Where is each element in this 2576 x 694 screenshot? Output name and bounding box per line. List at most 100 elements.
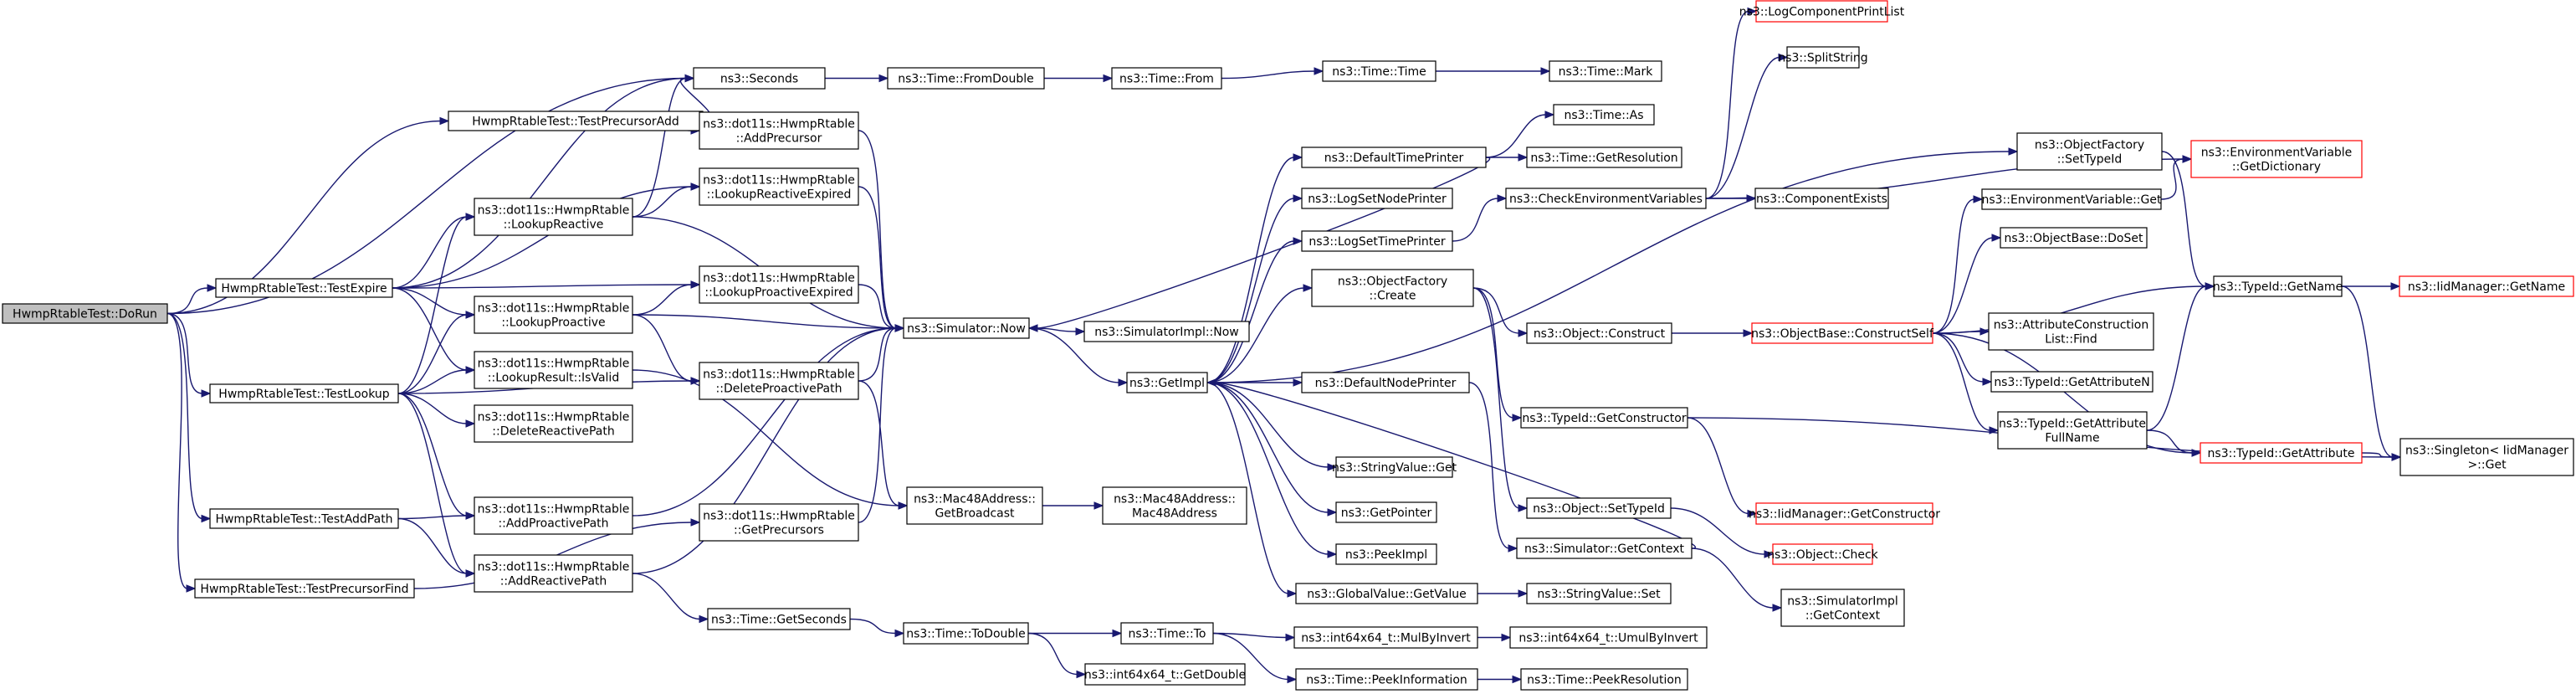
graph-node-string-value-set[interactable]: ns3::StringValue::Set (1526, 583, 1672, 604)
graph-node-peek-impl[interactable]: ns3::PeekImpl (1335, 543, 1437, 565)
graph-node-get-precursors[interactable]: ns3::dot11s::HwmpRtable::GetPrecursors (699, 503, 859, 542)
call-edge (632, 369, 900, 506)
graph-node-log-set-time-printer[interactable]: ns3::LogSetTimePrinter (1301, 230, 1453, 252)
graph-node-sim-now[interactable]: ns3::Simulator::Now (903, 317, 1030, 339)
graph-node-add-reactive[interactable]: ns3::dot11s::HwmpRtable::AddReactivePath (474, 554, 633, 593)
call-edge (858, 327, 897, 523)
graph-node-type-id-get-constructor[interactable]: ns3::TypeId::GetConstructor (1520, 407, 1688, 429)
call-edge-arrowhead (1518, 329, 1529, 337)
graph-node-test-prec-add[interactable]: HwmpRtableTest::TestPrecursorAdd (448, 111, 704, 131)
call-edge-arrowhead (1314, 67, 1324, 75)
graph-node-sim-get-context[interactable]: ns3::Simulator::GetContext (1516, 537, 1693, 559)
node-box (209, 508, 399, 529)
graph-node-get-pointer[interactable]: ns3::GetPointer (1335, 501, 1437, 523)
graph-node-type-id-get-attribute[interactable]: ns3::TypeId::GetAttribute (2200, 442, 2363, 464)
graph-node-time-mark[interactable]: ns3::Time::Mark (1549, 60, 1662, 82)
graph-node-obj-factory-create[interactable]: ns3::ObjectFactory::Create (1311, 269, 1474, 307)
graph-node-time-as[interactable]: ns3::Time::As (1553, 104, 1655, 126)
graph-node-obj-base-do-set[interactable]: ns3::ObjectBase::DoSet (2000, 227, 2148, 249)
graph-node-obj-factory-set-type-id[interactable]: ns3::ObjectFactory::SetTypeId (2016, 132, 2163, 171)
graph-node-iid-get-constructor[interactable]: ns3::IidManager::GetConstructor (1749, 502, 1940, 525)
call-edge (849, 618, 897, 635)
call-edge-arrowhead (2205, 282, 2215, 290)
call-edge-arrowhead (684, 74, 695, 83)
graph-node-mul-by-invert[interactable]: ns3::int64x64_t::MulByInvert (1293, 626, 1478, 649)
graph-node-env-var-get-dictionary[interactable]: ns3::EnvironmentVariable::GetDictionary (2190, 140, 2363, 178)
graph-node-default-time-printer[interactable]: ns3::DefaultTimePrinter (1301, 147, 1487, 168)
graph-node-default-node-printer[interactable]: ns3::DefaultNodePrinter (1301, 372, 1470, 393)
node-box (2016, 132, 2163, 171)
graph-node-component-exists[interactable]: ns3::ComponentExists (1754, 188, 1889, 209)
node-box (1997, 411, 2148, 450)
call-edge-arrowhead (1293, 153, 1303, 162)
graph-node-sim-impl-now[interactable]: ns3::SimulatorImpl::Now (1083, 321, 1250, 342)
graph-node-log-set-node-printer[interactable]: ns3::LogSetNodePrinter (1301, 188, 1453, 209)
graph-node-mac48-ctor[interactable]: ns3::Mac48Address::Mac48Address (1102, 486, 1247, 525)
graph-node-lookup-reactive-expired[interactable]: ns3::dot11s::HwmpRtable::LookupReactiveE… (699, 167, 859, 206)
node-label: ns3::EnvironmentVariable (2201, 147, 2353, 160)
call-edge (858, 130, 897, 329)
graph-node-umul-by-invert[interactable]: ns3::int64x64_t::UmulByInvert (1509, 626, 1708, 649)
graph-node-obj-base-construct-self[interactable]: ns3::ObjectBase::ConstructSelf (1751, 322, 1934, 344)
graph-node-mac48-broadcast[interactable]: ns3::Mac48Address::GetBroadcast (906, 486, 1043, 525)
node-box (1335, 456, 1453, 478)
node-label: ns3::Object::SetTypeId (1533, 502, 1665, 516)
graph-node-is-valid[interactable]: ns3::dot11s::HwmpRtable::LookupResult::I… (474, 351, 633, 389)
graph-node-type-id-get-name[interactable]: ns3::TypeId::GetName (2213, 275, 2343, 297)
graph-node-object-construct[interactable]: ns3::Object::Construct (1526, 322, 1672, 344)
graph-node-peek-resolution[interactable]: ns3::Time::PeekResolution (1520, 668, 1688, 691)
call-edge (166, 312, 203, 394)
graph-node-lookup-reactive[interactable]: ns3::dot11s::HwmpRtable::LookupReactive (474, 198, 633, 236)
graph-node-time-from[interactable]: ns3::Time::From (1111, 67, 1222, 90)
graph-node-test-add-path[interactable]: HwmpRtableTest::TestAddPath (209, 508, 399, 529)
graph-node-time-get-seconds[interactable]: ns3::Time::GetSeconds (707, 608, 851, 630)
graph-node-peek-information[interactable]: ns3::Time::PeekInformation (1295, 668, 1478, 691)
graph-node-object-set-type-id[interactable]: ns3::Object::SetTypeId (1526, 497, 1672, 519)
graph-node-sim-impl-get-context[interactable]: ns3::SimulatorImpl::GetContext (1780, 589, 1905, 627)
graph-node-do-run[interactable]: HwmpRtableTest::DoRun (2, 303, 168, 324)
graph-node-split-string[interactable]: ns3::SplitString (1778, 46, 1868, 69)
call-edge (1206, 157, 1295, 383)
call-edge-arrowhead (1518, 589, 1529, 598)
graph-node-type-id-get-attribute-n[interactable]: ns3::TypeId::GetAttributeN (1990, 371, 2153, 393)
call-edge (1028, 327, 1120, 383)
graph-node-get-impl[interactable]: ns3::GetImpl (1126, 372, 1208, 393)
call-edge (2160, 158, 2184, 200)
graph-node-time-to[interactable]: ns3::Time::To (1120, 622, 1214, 645)
node-label: ns3::ObjectFactory (2035, 139, 2144, 152)
graph-node-check-env-vars[interactable]: ns3::CheckEnvironmentVariables (1505, 188, 1707, 209)
graph-node-test-prec-find[interactable]: HwmpRtableTest::TestPrecursorFind (194, 578, 415, 599)
node-label: ns3::Simulator::Now (907, 322, 1026, 336)
graph-node-time-from-double[interactable]: ns3::Time::FromDouble (887, 67, 1045, 90)
graph-node-add-precursor[interactable]: ns3::dot11s::HwmpRtable::AddPrecursor (699, 111, 859, 150)
graph-node-delete-reactive[interactable]: ns3::dot11s::HwmpRtable::DeleteReactiveP… (474, 404, 633, 443)
node-label: ns3::TypeId::GetName (2213, 280, 2343, 294)
graph-node-test-lookup[interactable]: HwmpRtableTest::TestLookup (209, 383, 399, 404)
graph-node-string-value-get[interactable]: ns3::StringValue::Get (1332, 456, 1457, 478)
graph-node-global-value-get-value[interactable]: ns3::GlobalValue::GetValue (1295, 583, 1478, 604)
node-box (1301, 147, 1487, 168)
graph-node-lookup-proactive-expired[interactable]: ns3::dot11s::HwmpRtable::LookupProactive… (699, 265, 859, 304)
graph-node-lookup-proactive[interactable]: ns3::dot11s::HwmpRtable::LookupProactive (474, 296, 633, 334)
node-box (1526, 322, 1672, 344)
graph-node-iid-get-name[interactable]: ns3::IidManager::GetName (2399, 275, 2574, 297)
graph-node-singleton-get[interactable]: ns3::Singleton< IidManager >::Get (2399, 438, 2574, 476)
node-label: ns3::TypeId::GetConstructor (1522, 412, 1686, 425)
graph-node-time-time[interactable]: ns3::Time::Time (1322, 60, 1437, 82)
graph-node-add-proactive[interactable]: ns3::dot11s::HwmpRtable::AddProactivePat… (474, 496, 633, 535)
graph-node-object-check[interactable]: ns3::Object::Check (1767, 543, 1879, 565)
node-box (474, 554, 633, 593)
graph-node-time-get-resolution[interactable]: ns3::Time::GetResolution (1526, 147, 1682, 168)
graph-node-int64-get-double[interactable]: ns3::int64x64_t::GetDouble (1084, 663, 1246, 686)
graph-node-log-component-print-list[interactable]: ns3::LogComponentPrintList (1739, 0, 1905, 23)
graph-node-seconds[interactable]: ns3::Seconds (693, 67, 826, 90)
graph-node-delete-proactive[interactable]: ns3::dot11s::HwmpRtable::DeleteProactive… (699, 362, 859, 400)
graph-node-test-expire[interactable]: HwmpRtableTest::TestExpire (215, 278, 393, 298)
graph-node-env-var-get[interactable]: ns3::EnvironmentVariable::Get (1981, 188, 2162, 210)
node-label: ns3::int64x64_t::MulByInvert (1301, 632, 1471, 645)
node-label: ::GetDictionary (2232, 161, 2321, 174)
graph-node-time-to-double[interactable]: ns3::Time::ToDouble (903, 622, 1029, 645)
node-label: ns3::LogComponentPrintList (1739, 6, 1905, 19)
